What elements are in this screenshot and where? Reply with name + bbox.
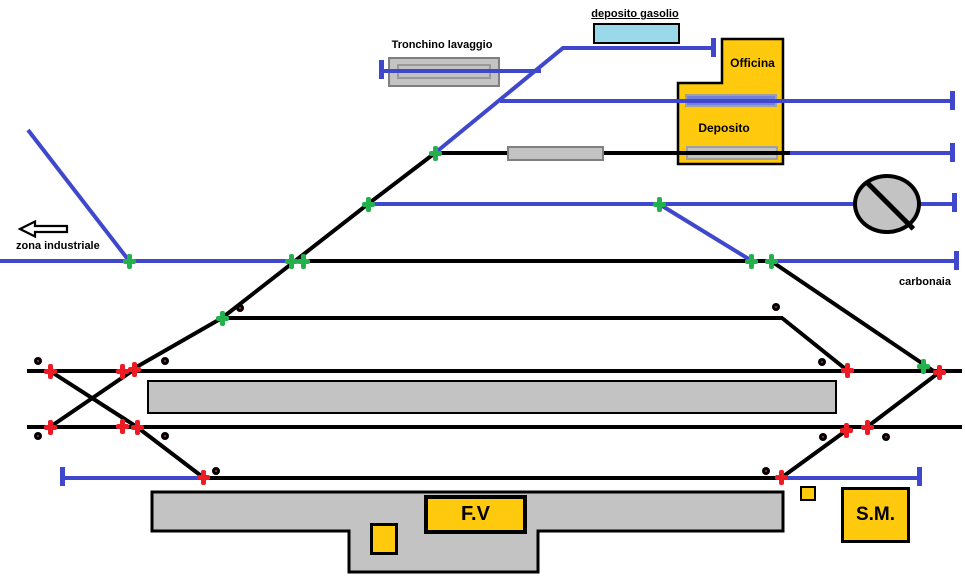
fuel-depot-label: deposito gasolio xyxy=(591,8,679,20)
signal-dot xyxy=(34,432,42,440)
buffer-washing xyxy=(379,60,384,79)
track-dock-west xyxy=(62,476,204,480)
switch-marker xyxy=(744,254,759,269)
washing-track-label: Tronchino lavaggio xyxy=(391,39,493,51)
signal-dot xyxy=(236,304,244,312)
track-industrial-branch xyxy=(0,259,289,263)
station-label-box: F.V xyxy=(424,495,527,534)
switch-marker xyxy=(296,254,311,269)
small-hut-right xyxy=(800,486,816,501)
coal-yard-label: carbonaia xyxy=(899,276,951,288)
buffer-fuel-depot xyxy=(711,38,716,57)
switch-marker-red xyxy=(774,470,789,485)
buffer-depot xyxy=(950,143,955,162)
switch-marker-red xyxy=(115,419,130,434)
switch-marker-red xyxy=(43,364,58,379)
switch-marker xyxy=(916,359,931,374)
southeast-diagonal-b xyxy=(865,369,943,429)
ladder-diagonal-1 xyxy=(132,316,224,371)
buffer-workshop xyxy=(950,91,955,110)
switch-marker xyxy=(428,146,443,161)
track-workshop xyxy=(500,99,954,103)
goods-shed-label: S.M. xyxy=(855,504,896,525)
depot-outer-platform xyxy=(507,146,604,161)
track-turntable-east xyxy=(921,202,955,206)
track-station-siding xyxy=(203,476,782,480)
signal-dot xyxy=(882,433,890,441)
small-hut-left xyxy=(370,523,398,555)
track-coal-yard xyxy=(770,259,957,263)
switch-marker-red xyxy=(43,420,58,435)
station-label: F.V xyxy=(461,503,490,525)
signal-dot xyxy=(762,467,770,475)
track-fuel-depot xyxy=(562,46,714,50)
signal-dot xyxy=(818,358,826,366)
track-depot-west xyxy=(435,151,790,155)
track-coal-branch-diagonal xyxy=(657,202,753,263)
buffer-dock-east xyxy=(917,467,922,486)
track-platform-2 xyxy=(27,425,962,429)
track-siding-3 xyxy=(222,316,783,320)
track-through-upper xyxy=(289,259,772,263)
switch-marker xyxy=(652,197,667,212)
switch-marker xyxy=(764,254,779,269)
arrow-left-icon xyxy=(18,220,69,238)
track-dock-east xyxy=(781,476,919,480)
switch-marker-red xyxy=(115,364,130,379)
switch-marker xyxy=(215,311,230,326)
switch-marker-red xyxy=(932,365,947,380)
industrial-zone-label: zona industriale xyxy=(16,240,100,252)
signal-dot xyxy=(212,467,220,475)
switch-marker-red xyxy=(840,363,855,378)
buffer-dock-west xyxy=(60,467,65,486)
ladder-diagonal-4 xyxy=(366,150,437,206)
goods-shed-box: S.M. xyxy=(841,487,910,543)
signal-dot xyxy=(772,303,780,311)
workshop-label: Officina xyxy=(730,56,775,70)
island-platform xyxy=(147,380,837,414)
switch-marker-red xyxy=(130,420,145,435)
switch-marker-red xyxy=(196,470,211,485)
track-depot-east xyxy=(783,151,954,155)
switch-marker-red xyxy=(839,423,854,438)
switch-marker-red xyxy=(127,362,142,377)
signal-dot xyxy=(34,357,42,365)
signal-dot xyxy=(819,433,827,441)
switch-marker xyxy=(122,254,137,269)
track-turntable-west xyxy=(368,202,857,206)
switch-marker xyxy=(361,197,376,212)
buffer-turntable xyxy=(952,193,957,212)
switch-marker-red xyxy=(860,420,875,435)
track-platform-1 xyxy=(27,369,962,373)
buffer-coal-yard xyxy=(954,251,959,270)
fuel-tank xyxy=(593,23,680,44)
signal-dot xyxy=(161,432,169,440)
track-washing xyxy=(381,69,541,73)
depot-label: Deposito xyxy=(698,121,750,135)
switch-marker xyxy=(284,254,299,269)
signal-dot xyxy=(161,357,169,365)
